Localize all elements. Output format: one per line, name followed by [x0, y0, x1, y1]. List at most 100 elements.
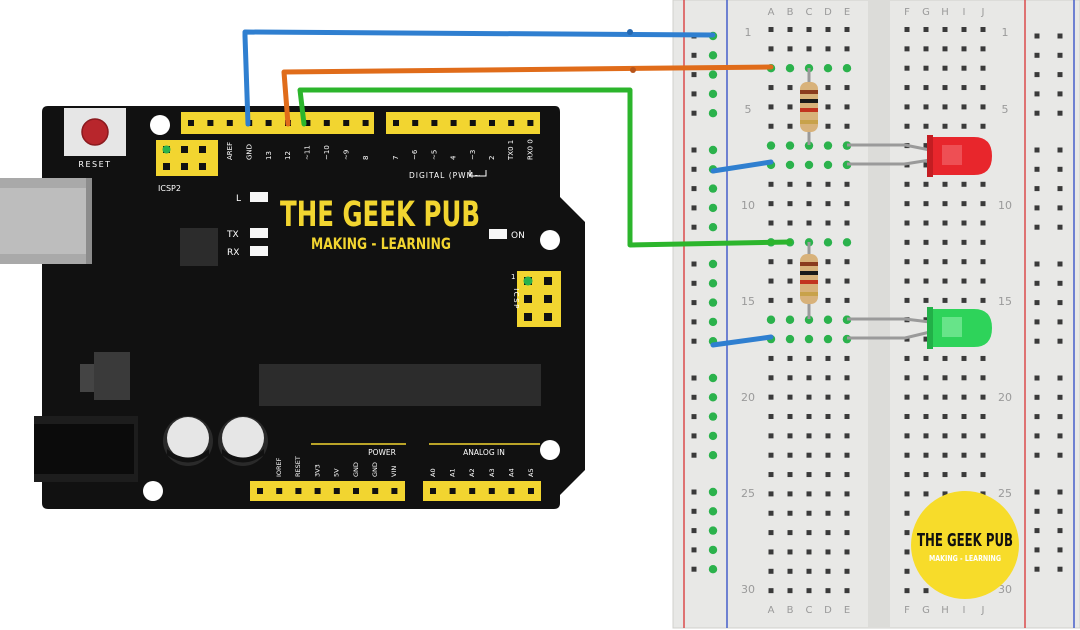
- breadboard-hole: [825, 259, 831, 265]
- led-l-indicator: L: [236, 192, 268, 204]
- connected-hole: [708, 317, 718, 327]
- connected-hole: [708, 184, 718, 193]
- breadboard-hole: [923, 278, 929, 284]
- breadboard-hole: [980, 85, 986, 91]
- rail-hole: [1057, 528, 1063, 534]
- breadboard-hole: [942, 27, 948, 32]
- row-number-1-left: 1: [745, 26, 752, 39]
- header-pin: [333, 488, 340, 494]
- breadboard-hole: [768, 588, 774, 594]
- breadboard-hole: [806, 414, 812, 419]
- breadboard-hole: [923, 588, 929, 594]
- breadboard-hole: [768, 220, 774, 226]
- breadboard-hole: [904, 568, 910, 574]
- breadboard-hole: [787, 27, 793, 32]
- header-pin: [412, 120, 419, 126]
- breadboard-hole: [806, 491, 812, 497]
- connected-hole: [708, 70, 718, 79]
- rail-hole: [1057, 33, 1063, 39]
- resistor-1: [800, 68, 818, 145]
- power-pin-label: IOREF: [275, 457, 283, 477]
- mount-hole-3: [540, 440, 560, 460]
- logo-title: THE GEEK PUB: [917, 530, 1013, 551]
- rail-hole: [1057, 52, 1063, 58]
- row-number-25-right: 25: [998, 487, 1012, 500]
- connected-hole: [785, 334, 795, 344]
- rail-hole: [1057, 414, 1063, 420]
- analog-pin-label: A3: [488, 468, 496, 477]
- breadboard-hole: [923, 452, 929, 458]
- header-pin: [508, 120, 515, 126]
- breadboard-hole: [923, 104, 929, 110]
- breadboard-hole: [844, 259, 850, 265]
- rail-hole: [1057, 489, 1063, 495]
- breadboard-hole: [904, 549, 910, 555]
- breadboard-hole: [980, 414, 986, 419]
- breadboard-hole: [825, 181, 831, 187]
- power-label: POWER: [368, 448, 396, 457]
- breadboard-hole: [844, 530, 850, 536]
- board-brand-subtitle: MAKING - LEARNING: [311, 234, 451, 253]
- ground-jumper-1: [710, 159, 774, 174]
- connected-hole: [823, 141, 833, 150]
- breadboard-hole: [980, 27, 986, 32]
- breadboard-hole: [806, 530, 812, 536]
- led-on-label: ON: [511, 231, 525, 241]
- breadboard-hole: [825, 297, 831, 303]
- breadboard-hole: [961, 27, 967, 32]
- row-number-15-left: 15: [741, 295, 755, 308]
- breadboard-hole: [844, 220, 850, 226]
- header-pin: [372, 488, 379, 494]
- connected-hole: [708, 259, 718, 269]
- breadboard-hole: [961, 355, 967, 361]
- breadboard-hole: [961, 85, 967, 91]
- rail-hole: [691, 147, 697, 153]
- breadboard-hole: [961, 123, 967, 129]
- row-number-10-right: 10: [998, 199, 1012, 212]
- connected-hole: [785, 160, 795, 170]
- breadboard-hole: [923, 239, 929, 245]
- header-pin: [343, 120, 350, 126]
- analog-pin-label: A2: [468, 468, 476, 477]
- header-pin: [314, 488, 321, 494]
- breadboard-hole: [768, 414, 774, 419]
- breadboard-hole: [768, 530, 774, 536]
- breadboard-hole: [806, 568, 812, 574]
- breadboard-hole: [904, 414, 910, 419]
- connected-hole: [823, 315, 833, 324]
- header-pin: [469, 488, 476, 494]
- breadboard-hole: [923, 162, 929, 168]
- digital-pin-label: ~6: [411, 149, 419, 160]
- breadboard-hole: [923, 472, 929, 478]
- digital-pin-label: AREF: [226, 142, 234, 160]
- breadboard-hole: [980, 239, 986, 245]
- breadboard-hole: [923, 375, 929, 381]
- digital-pin-label: TX0 1: [507, 140, 515, 161]
- breadboard-hole: [844, 181, 850, 187]
- breadboard-hole: [942, 433, 948, 439]
- icsp2-label: ICSP2: [158, 184, 181, 193]
- breadboard-hole: [904, 239, 910, 245]
- rail-hole: [1057, 110, 1063, 116]
- rail-hole: [691, 489, 697, 495]
- breadboard-hole: [923, 433, 929, 439]
- rail-hole: [1034, 489, 1040, 495]
- digital-pin-label: 2: [488, 156, 496, 160]
- header-pin: [391, 488, 398, 494]
- digital-pin-label: 13: [265, 151, 273, 160]
- breadboard-hole: [980, 375, 986, 381]
- breadboard-hole: [768, 452, 774, 458]
- breadboard-hole: [904, 220, 910, 226]
- breadboard-hole: [825, 375, 831, 381]
- rail-hole: [1057, 224, 1063, 230]
- usb-chip: [180, 228, 218, 266]
- breadboard-hole: [923, 394, 929, 400]
- digital-pin-label: RX0 0: [526, 139, 534, 160]
- reset-button[interactable]: [64, 108, 126, 156]
- rail-hole: [1034, 72, 1040, 78]
- breadboard-hole: [923, 259, 929, 265]
- mount-hole-1: [150, 115, 170, 135]
- breadboard-hole: [980, 104, 986, 110]
- breadboard-hole: [787, 588, 793, 594]
- power-jack: [34, 416, 138, 482]
